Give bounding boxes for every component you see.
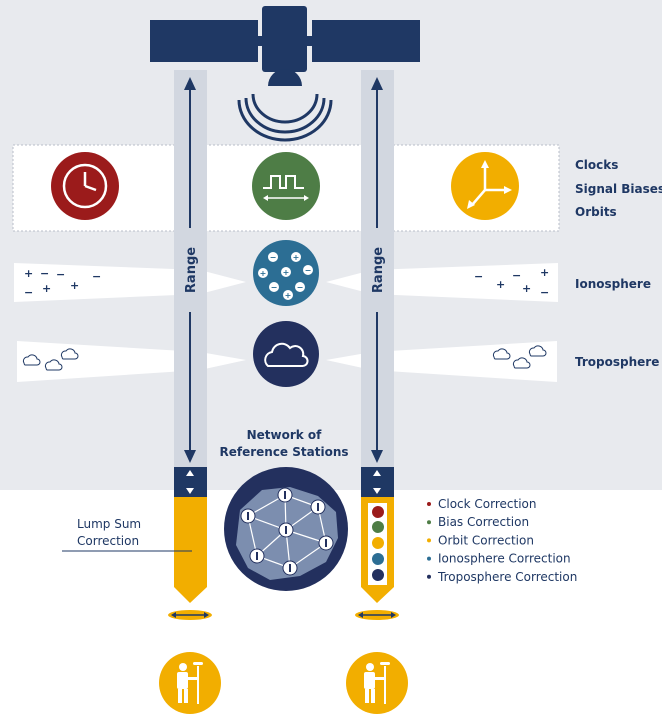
range-arrow-left (184, 77, 196, 463)
legend-bullet (427, 502, 431, 506)
svg-text:−: − (92, 270, 101, 283)
svg-text:+: + (260, 269, 267, 278)
svg-text:−: − (297, 283, 304, 292)
ionosphere-charges-right: −+− ++− (474, 266, 549, 299)
correction-dot-bias (372, 521, 384, 533)
svg-text:−: − (540, 286, 549, 299)
legend-item-label: Troposphere Correction (437, 570, 577, 584)
separate-corrections-receiver (355, 467, 399, 620)
svg-text:+: + (293, 253, 300, 262)
svg-text:−: − (271, 283, 278, 292)
svg-text:+: + (42, 282, 51, 295)
cloud-icon (253, 321, 319, 387)
legend-item-label: Bias Correction (438, 515, 529, 529)
range-arrow-right (371, 77, 383, 463)
sky-background (0, 0, 662, 490)
correction-dot-ionosphere (372, 553, 384, 565)
small-clouds-left (22, 348, 79, 371)
svg-text:+: + (283, 268, 290, 277)
legend-bullet (427, 520, 431, 525)
network-map-icon (224, 467, 348, 591)
lump-sum-line2: Correction (77, 534, 139, 548)
svg-text:+: + (540, 266, 549, 279)
svg-text:−: − (270, 253, 277, 262)
label-signal-biases: Signal Biases (575, 182, 662, 196)
range-label-right: Range (371, 247, 386, 293)
svg-text:+: + (522, 282, 531, 295)
legend-item-label: Ionosphere Correction (438, 552, 571, 566)
layer-labels: Clocks Signal Biases Orbits Ionosphere T… (575, 158, 662, 369)
satellite-icon (150, 6, 420, 142)
troposphere-band-right (326, 341, 557, 382)
correction-dot-troposphere (372, 569, 384, 581)
correction-dot-orbit (372, 537, 384, 549)
lump-sum-line1: Lump Sum (77, 517, 141, 531)
correction-dot-clock (372, 506, 384, 518)
legend-bullet (427, 574, 431, 579)
svg-text:−: − (305, 266, 312, 275)
legend-item-label: Orbit Correction (438, 533, 534, 547)
label-ionosphere: Ionosphere (575, 277, 651, 291)
label-clocks: Clocks (575, 158, 618, 172)
svg-text:−: − (56, 268, 65, 281)
range-label-left: Range (184, 247, 199, 293)
ionosphere-charges-left: +−− −++− (24, 267, 101, 299)
small-clouds-right (492, 345, 547, 369)
square-wave-icon (252, 152, 320, 220)
svg-text:−: − (512, 269, 521, 282)
svg-text:+: + (24, 267, 33, 280)
axes-icon (451, 152, 519, 220)
network-title-line1: Network of (247, 428, 323, 442)
charges-icon: −+ ++− −−+ (253, 240, 319, 306)
legend-bullet (427, 556, 431, 561)
legend-item-label: Clock Correction (438, 497, 537, 511)
svg-text:−: − (24, 286, 33, 299)
clock-icon (51, 152, 119, 220)
lump-sum-receiver (168, 467, 212, 620)
label-orbits: Orbits (575, 205, 617, 219)
legend-bullet (427, 538, 431, 543)
svg-text:+: + (285, 291, 292, 300)
svg-text:−: − (40, 267, 49, 280)
svg-text:+: + (70, 279, 79, 292)
surveyor-icon (346, 652, 408, 714)
svg-text:−: − (474, 270, 483, 283)
label-troposphere: Troposphere (575, 355, 659, 369)
network-title-line2: Reference Stations (219, 445, 348, 459)
svg-text:+: + (496, 278, 505, 291)
surveyor-icon (159, 652, 221, 714)
